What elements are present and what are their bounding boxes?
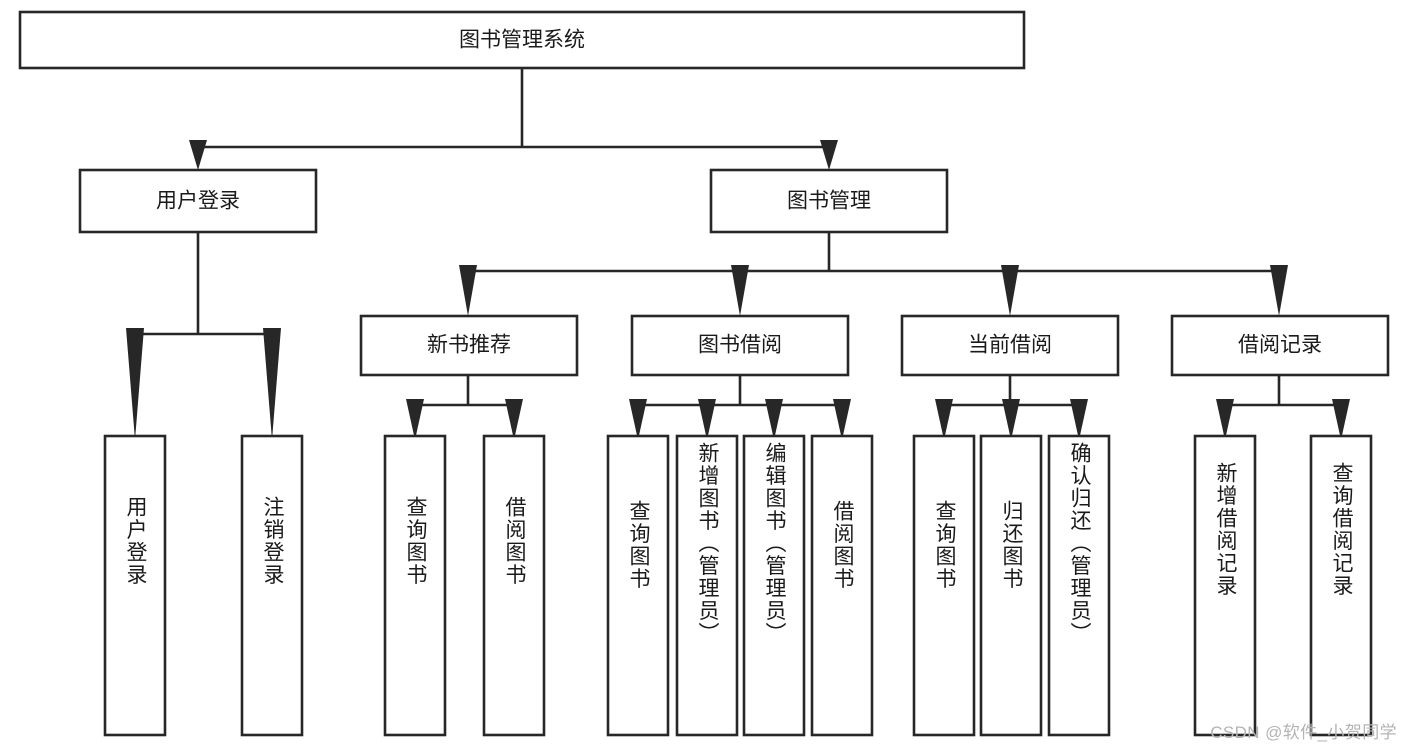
leaf-box-current-borrow-2[interactable] bbox=[1047, 434, 1111, 737]
leaf-box-borrow-record-1[interactable] bbox=[1309, 434, 1373, 737]
arrow-head-leaf-br-0 bbox=[1216, 399, 1234, 440]
leaf-box-borrow-record-0[interactable] bbox=[1193, 434, 1257, 737]
leaf-box-new-book-0[interactable] bbox=[383, 434, 447, 737]
leaf-box-current-borrow-1[interactable] bbox=[979, 434, 1043, 737]
node-book-manage-box[interactable] bbox=[709, 168, 949, 234]
node-book-manage-label: 图书管理 bbox=[787, 190, 871, 213]
arrow-head-new-book bbox=[459, 265, 477, 316]
leaf-box-user-login-0[interactable] bbox=[103, 434, 167, 737]
node-root-box[interactable] bbox=[18, 10, 1026, 70]
node-current-borrow-box[interactable] bbox=[900, 314, 1120, 377]
node-root-label: 图书管理系统 bbox=[459, 29, 585, 52]
node-borrow-record-box[interactable] bbox=[1170, 314, 1390, 377]
node-root[interactable]: 图书管理系统 bbox=[18, 10, 1026, 70]
connector-group-root bbox=[189, 68, 838, 170]
leaf-box-current-borrow-0[interactable] bbox=[912, 434, 976, 737]
node-user-login-box[interactable] bbox=[78, 168, 318, 234]
arrow-head-leaf-bb-0 bbox=[629, 399, 647, 440]
connector-group-new-book bbox=[406, 375, 523, 440]
arrow-head-leaf-cb-2 bbox=[1070, 399, 1088, 440]
node-current-borrow[interactable]: 当前借阅 bbox=[900, 314, 1120, 377]
arrow-head-borrow-record bbox=[1270, 265, 1288, 316]
node-new-book[interactable]: 新书推荐 bbox=[359, 314, 579, 377]
leaf-box-book-borrow-0[interactable] bbox=[606, 434, 670, 737]
node-book-borrow-label: 图书借阅 bbox=[698, 334, 782, 357]
arrow-head-leaf-cb-0 bbox=[935, 399, 953, 440]
node-book-borrow-box[interactable] bbox=[630, 314, 850, 377]
watermark-text: CSDN @软件_小贺同学 bbox=[1210, 723, 1397, 742]
arrow-head-leaf-bb-3 bbox=[833, 399, 851, 440]
arrow-head-leaf-br-1 bbox=[1332, 399, 1350, 440]
node-user-login-label: 用户登录 bbox=[156, 190, 240, 213]
node-borrow-record[interactable]: 借阅记录 bbox=[1170, 314, 1390, 377]
arrow-head-book-manage bbox=[820, 140, 838, 170]
arrow-head-leaf-bb-2 bbox=[765, 399, 783, 440]
arrow-head-leaf-ul-1 bbox=[263, 328, 281, 440]
arrow-head-leaf-cb-1 bbox=[1002, 399, 1020, 440]
node-user-login[interactable]: 用户登录 bbox=[78, 168, 318, 234]
connector-group-current-borrow bbox=[935, 375, 1088, 440]
connector-group-book-manage bbox=[459, 232, 1288, 316]
connector-group-borrow-record bbox=[1216, 375, 1350, 440]
leaf-box-new-book-1[interactable] bbox=[482, 434, 546, 737]
arrow-head-user-login bbox=[189, 140, 207, 170]
arrow-head-book-borrow bbox=[731, 265, 749, 316]
node-new-book-label: 新书推荐 bbox=[427, 334, 511, 357]
arrow-head-leaf-nb-1 bbox=[505, 399, 523, 440]
node-borrow-record-label: 借阅记录 bbox=[1238, 334, 1322, 357]
node-book-manage[interactable]: 图书管理 bbox=[709, 168, 949, 234]
connector-group-book-borrow bbox=[629, 375, 851, 440]
arrow-head-current-borrow bbox=[1001, 265, 1019, 316]
leaf-box-user-login-1[interactable] bbox=[240, 434, 304, 737]
arrow-head-leaf-bb-1 bbox=[698, 399, 716, 440]
node-new-book-box[interactable] bbox=[359, 314, 579, 377]
leaf-box-book-borrow-3[interactable] bbox=[810, 434, 874, 737]
leaf-box-book-borrow-1[interactable] bbox=[675, 434, 739, 737]
node-book-borrow[interactable]: 图书借阅 bbox=[630, 314, 850, 377]
connector-group-user-login bbox=[126, 232, 281, 440]
arrow-head-leaf-ul-0 bbox=[126, 328, 144, 440]
arrow-head-leaf-nb-0 bbox=[406, 399, 424, 440]
node-current-borrow-label: 当前借阅 bbox=[968, 334, 1052, 357]
leaf-box-book-borrow-2[interactable] bbox=[742, 434, 806, 737]
